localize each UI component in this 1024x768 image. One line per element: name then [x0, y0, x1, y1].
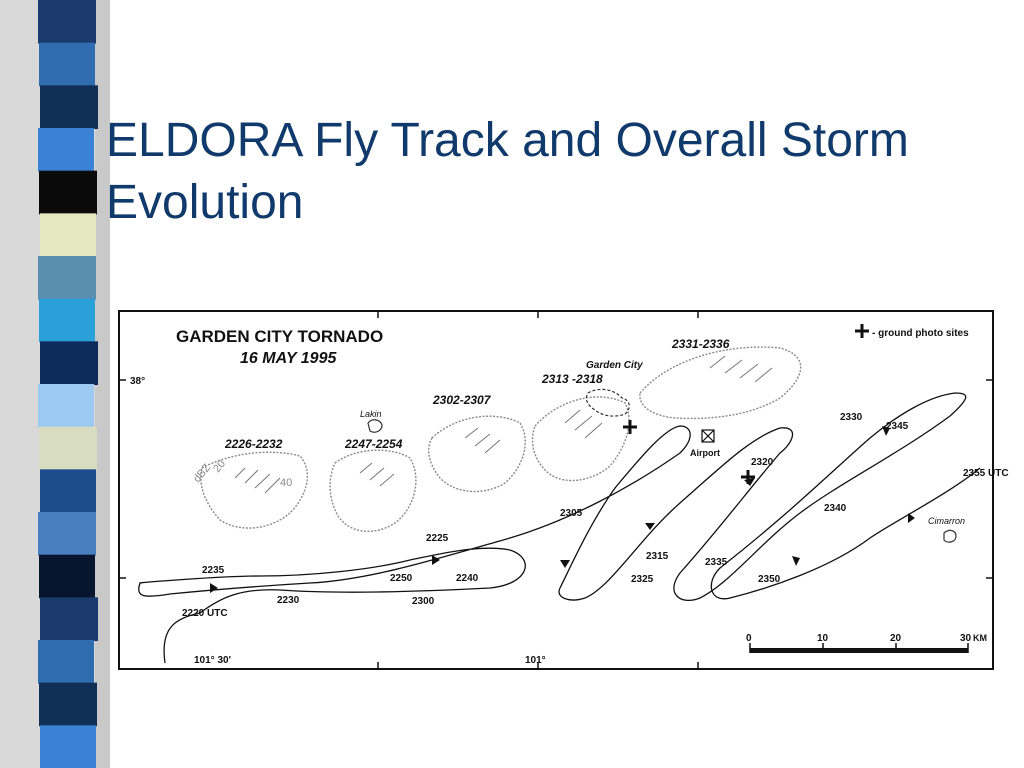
sidebar-color-block	[38, 256, 96, 300]
track-time-label: 2240	[456, 573, 479, 584]
sidebar-color-block	[38, 640, 94, 684]
sidebar-color-block	[38, 0, 96, 44]
track-time-label: 2315	[646, 551, 669, 562]
sidebar-color-block	[38, 128, 94, 172]
town-label: Cimarron	[928, 516, 965, 526]
track-time-label: 2345	[886, 421, 909, 432]
storm-echo-2313	[531, 396, 630, 482]
sidebar-color-block	[38, 384, 94, 428]
slide-title-line-2: Evolution	[106, 176, 304, 229]
sidebar-color-block	[40, 85, 98, 129]
slide-title: ELDORA Fly Track and Overall Storm Evolu…	[106, 110, 1006, 234]
track-time-label: 2220 UTC	[182, 608, 228, 619]
sidebar-color-block	[39, 554, 95, 599]
track-time-label: 2335	[705, 557, 728, 568]
track-time-label: 2305	[560, 508, 583, 519]
legend-label: - ground photo sites	[872, 328, 969, 339]
storm-period-label: 2226-2232	[224, 437, 283, 451]
storm-track-map: GARDEN CITY TORNADO 16 MAY 1995 - ground…	[110, 298, 1010, 678]
sidebar-color-block	[39, 426, 97, 471]
storm-echo-2331	[639, 346, 802, 420]
track-time-label: 2355 UTC	[963, 468, 1009, 479]
storm-echo-2302	[428, 415, 526, 493]
storm-period-label: 2247-2254	[344, 437, 403, 451]
map-frame	[118, 310, 994, 670]
reflectivity-label: 40	[280, 477, 292, 489]
sidebar-color-block	[40, 341, 98, 385]
track-time-label: 2250	[390, 573, 413, 584]
sidebar-color-block	[40, 597, 98, 641]
sidebar-color-block	[40, 469, 96, 513]
garden-city-outline	[585, 388, 630, 417]
track-time-label: 2300	[412, 596, 435, 607]
track-time-label: 2225	[426, 533, 449, 544]
cimarron-outline	[943, 529, 957, 543]
slide-title-line-1: ELDORA Fly Track and Overall Storm	[106, 114, 909, 167]
map-title-line-2: 16 MAY 1995	[240, 350, 337, 367]
eldora-flight-track	[138, 392, 981, 664]
town-label: Airport	[690, 448, 720, 458]
scale-tick: 20	[890, 633, 902, 644]
storm-echo-2226	[200, 451, 309, 529]
sidebar-color-block	[39, 682, 97, 727]
storm-period-label: 2331-2336	[671, 337, 730, 351]
track-time-label: 2340	[824, 503, 847, 514]
decorative-sidebar-strip	[0, 0, 110, 768]
storm-echo-2247	[329, 449, 417, 533]
sidebar-color-block	[38, 512, 96, 556]
scale-tick: 0	[746, 633, 752, 644]
latitude-label: 38°	[130, 376, 145, 387]
town-label: Garden City	[586, 360, 643, 371]
storm-period-label: 2302-2307	[432, 393, 492, 407]
track-time-label: 2350	[758, 574, 781, 585]
track-time-label: 2235	[202, 565, 225, 576]
track-time-label: 2320	[751, 457, 774, 468]
scale-tick: 10	[817, 633, 829, 644]
track-time-label: 2330	[840, 412, 863, 423]
scale-tick: 30	[960, 633, 972, 644]
sidebar-color-block	[40, 213, 96, 257]
scale-unit: KM	[973, 633, 987, 643]
map-title-line-1: GARDEN CITY TORNADO	[176, 327, 383, 346]
sidebar-color-block	[40, 725, 96, 768]
sidebar-color-block	[39, 170, 97, 215]
track-time-label: 2230	[277, 595, 300, 606]
sidebar-color-block	[39, 298, 95, 343]
lakin-outline	[367, 419, 383, 433]
storm-period-label: 2313 -2318	[541, 372, 603, 386]
longitude-label: 101° 30'	[194, 655, 231, 666]
town-label: Lakin	[360, 409, 382, 419]
legend: - ground photo sites	[872, 328, 969, 339]
track-time-label: 2325	[631, 574, 654, 585]
scale-bar	[749, 643, 969, 653]
longitude-label: 101°	[525, 655, 546, 666]
sidebar-color-block	[39, 42, 95, 87]
